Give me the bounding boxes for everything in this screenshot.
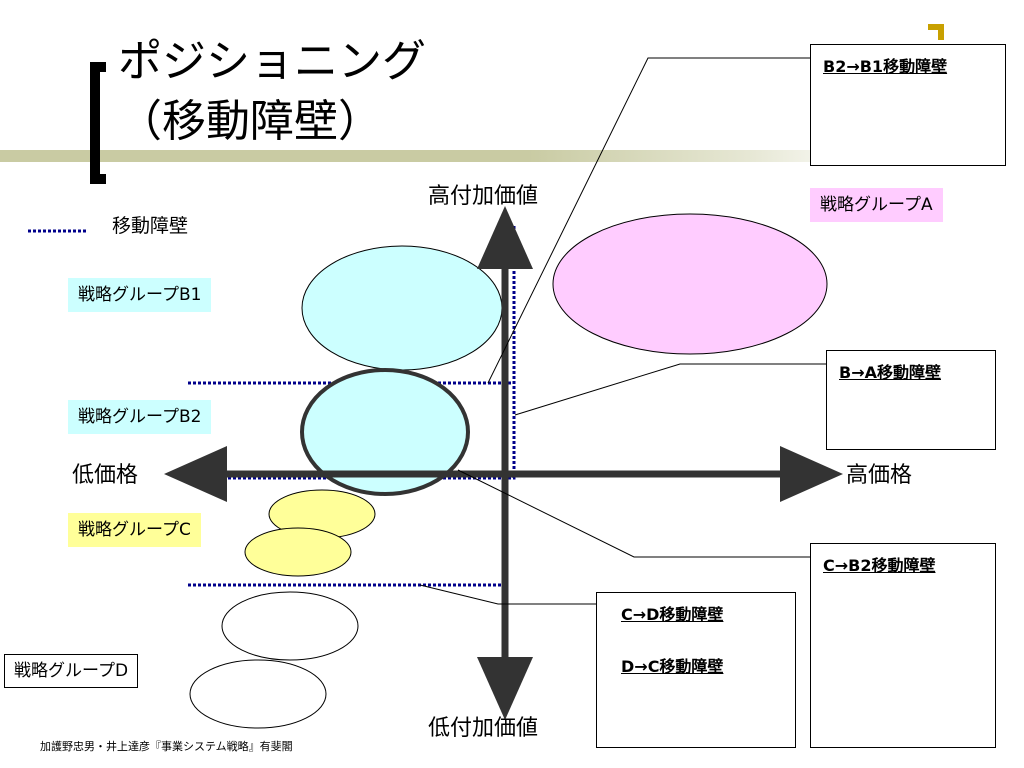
group-a-ellipse — [552, 213, 828, 355]
axis-label-high-value: 高付加価値 — [428, 184, 539, 209]
callout-b-a-text: B→A移動障壁 — [839, 363, 941, 382]
group-d-ellipse-upper — [221, 591, 359, 661]
axis-label-high-price: 高価格 — [846, 463, 913, 488]
group-d-label: 戦略グループD — [4, 654, 139, 688]
callout-b2-b1-text: B2→B1移動障壁 — [823, 57, 948, 76]
group-b2-ellipse — [300, 368, 470, 496]
group-c-ellipse-lower — [244, 527, 352, 577]
callout-c-b2: C→B2移動障壁 — [810, 543, 996, 748]
group-b2-label: 戦略グループB2 — [68, 400, 212, 434]
legend-label: 移動障壁 — [112, 215, 189, 237]
leader-b2-b1 — [487, 57, 810, 384]
axis-label-low-value: 低付加価値 — [428, 716, 539, 741]
leader-b-a — [514, 363, 826, 416]
callout-leaders — [419, 57, 826, 605]
title-bracket-icon — [86, 58, 116, 188]
callout-b2-b1: B2→B1移動障壁 — [810, 44, 1006, 166]
axes — [164, 206, 843, 720]
barrier-b-group-outline — [195, 226, 516, 480]
legend-barrier-line — [28, 218, 88, 233]
leader-c-d — [419, 584, 596, 605]
leader-c-b2 — [457, 469, 810, 558]
group-a-label: 戦略グループA — [810, 188, 943, 222]
corner-marker-icon — [928, 24, 944, 40]
axis-label-low-price: 低価格 — [72, 463, 139, 488]
callout-d-c-text: D→C移動障壁 — [621, 657, 724, 676]
group-b1-ellipse — [301, 245, 503, 371]
source-citation: 加護野忠男・井上達彦『事業システム戦略』有斐閣 — [40, 740, 293, 753]
group-c-label: 戦略グループC — [68, 513, 201, 547]
group-d-ellipse-lower — [189, 659, 327, 729]
header-accent-bar — [0, 150, 880, 162]
page-title-line2: （移動障壁） — [118, 96, 382, 147]
callout-c-b2-text: C→B2移動障壁 — [823, 556, 936, 575]
callout-b-a: B→A移動障壁 — [826, 350, 996, 450]
group-b1-label: 戦略グループB1 — [68, 278, 212, 312]
page-title-line1: ポジショニング — [118, 36, 426, 87]
callout-c-d-text: C→D移動障壁 — [621, 605, 724, 624]
callout-c-d: C→D移動障壁 D→C移動障壁 — [596, 592, 796, 748]
